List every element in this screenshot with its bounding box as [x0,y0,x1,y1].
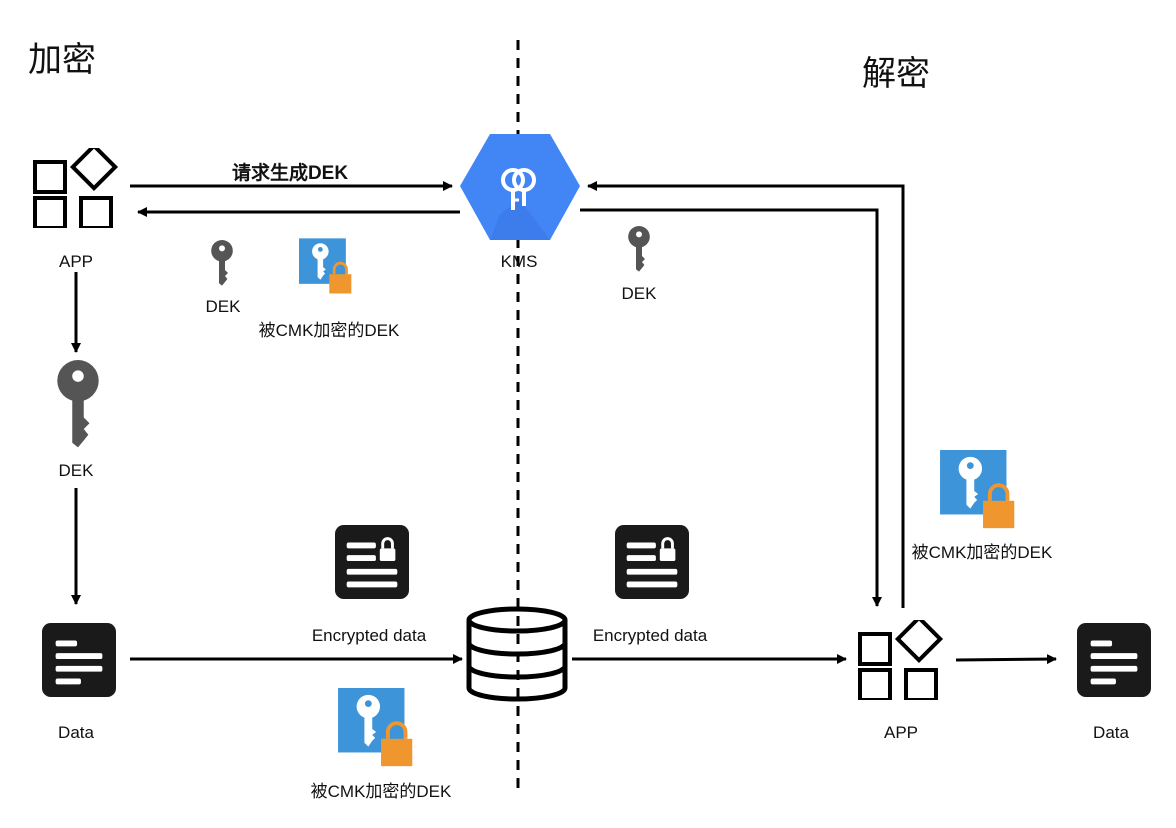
kms-label: KMS [500,252,538,271]
decrypt-section-title: 解密 [862,55,930,93]
data-right-doc-icon [1077,623,1151,697]
encrypted-data-right-icon [614,525,690,599]
app-left-icon [33,148,118,228]
encrypted-dek-right-icon [940,450,1017,531]
request-dek-label: 请求生成DEK [231,163,349,184]
dek-small-key-icon [211,240,233,286]
encrypted-data-left-icon [334,525,410,599]
dek-return-label: DEK [205,297,241,316]
encrypt-section-title: 加密 [28,41,96,79]
app-right-label: APP [883,723,919,742]
arrow-kms-to-app [580,208,882,607]
encrypted-data-left-label: Encrypted data [311,626,427,645]
encrypted-data-right-label: Encrypted data [592,626,708,645]
app-left-label: APP [58,252,94,271]
data-left-label: Data [58,723,94,742]
arrow-app-to-kms [587,181,905,608]
dek-decrypted-key-icon [628,226,650,272]
dek-decrypted-label: DEK [621,284,657,303]
encrypted-dek-top-icon [299,238,353,295]
encrypted-dek-bottom-label: 被CMK加密的DEK [310,782,452,801]
database-icon [466,606,568,702]
data-left-doc-icon [42,623,116,697]
kms-icon [460,134,580,240]
dek-main-key-icon [57,360,99,448]
dek-main-label: DEK [58,461,94,480]
data-right-label: Data [1093,723,1129,742]
arrow-app-to-data [955,654,1057,665]
app-right-icon [858,620,943,700]
encrypted-dek-bottom-icon [338,688,415,769]
encrypted-dek-right-label: 被CMK加密的DEK [911,543,1053,562]
encrypted-dek-top-label: 被CMK加密的DEK [258,321,400,340]
